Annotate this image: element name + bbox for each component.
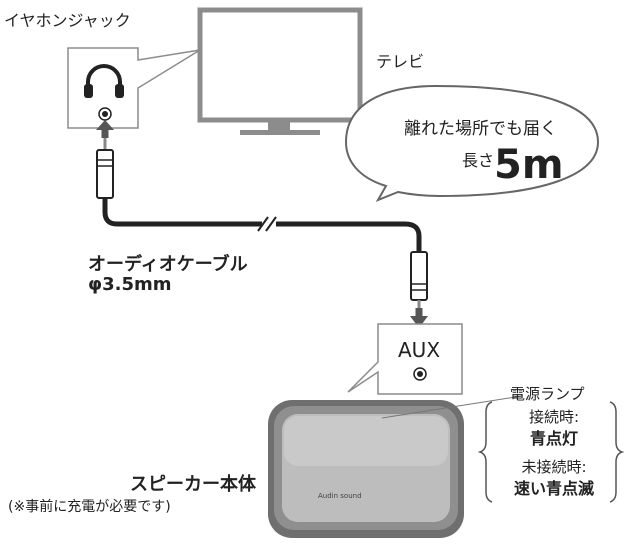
- earphone-jack-label: イヤホンジャック: [4, 11, 131, 30]
- tv-label: テレビ: [376, 52, 425, 71]
- unconnected-state: 速い青点滅: [513, 479, 594, 498]
- audio-cable: [102, 198, 422, 252]
- jack-port-icon: [98, 107, 112, 121]
- tv-neck: [268, 120, 290, 132]
- arrow-to-earphone-jack: [96, 120, 114, 138]
- tv-base: [240, 130, 320, 135]
- bubble-prefix: 長さ: [462, 151, 495, 170]
- bottom-plug: [410, 251, 428, 310]
- aux-callout: [347, 323, 463, 395]
- tv: [197, 7, 363, 135]
- bubble-length: 5m: [494, 142, 564, 188]
- connected-state: 青点灯: [529, 429, 578, 448]
- unconnected-label: 未接続時:: [521, 458, 587, 476]
- power-lamp-label: 電源ランプ: [510, 385, 585, 403]
- connected-label: 接続時:: [528, 408, 580, 426]
- arrow-to-aux: [410, 308, 428, 328]
- bubble-line1: 離れた場所でも届く: [404, 119, 557, 139]
- status-bracket: [477, 401, 625, 503]
- speaker: [268, 400, 464, 538]
- speaker-note: (※事前に充電が必要です): [8, 499, 171, 515]
- speaker-brand-logo: Audin sound: [318, 492, 362, 500]
- cable-break-mark: [257, 216, 277, 232]
- speaker-name: スピーカー本体: [130, 474, 256, 495]
- length-bubble: [344, 84, 600, 202]
- headphones-icon: [84, 64, 124, 98]
- power-lamp-leader: [381, 395, 523, 419]
- cable-name: オーディオケーブル: [88, 254, 248, 275]
- cable-spec: φ3.5mm: [88, 274, 172, 295]
- bubble-line2: 長さ5m: [462, 143, 564, 187]
- tv-screen: [197, 7, 363, 123]
- top-plug: [96, 138, 114, 199]
- aux-label: AUX: [398, 338, 441, 362]
